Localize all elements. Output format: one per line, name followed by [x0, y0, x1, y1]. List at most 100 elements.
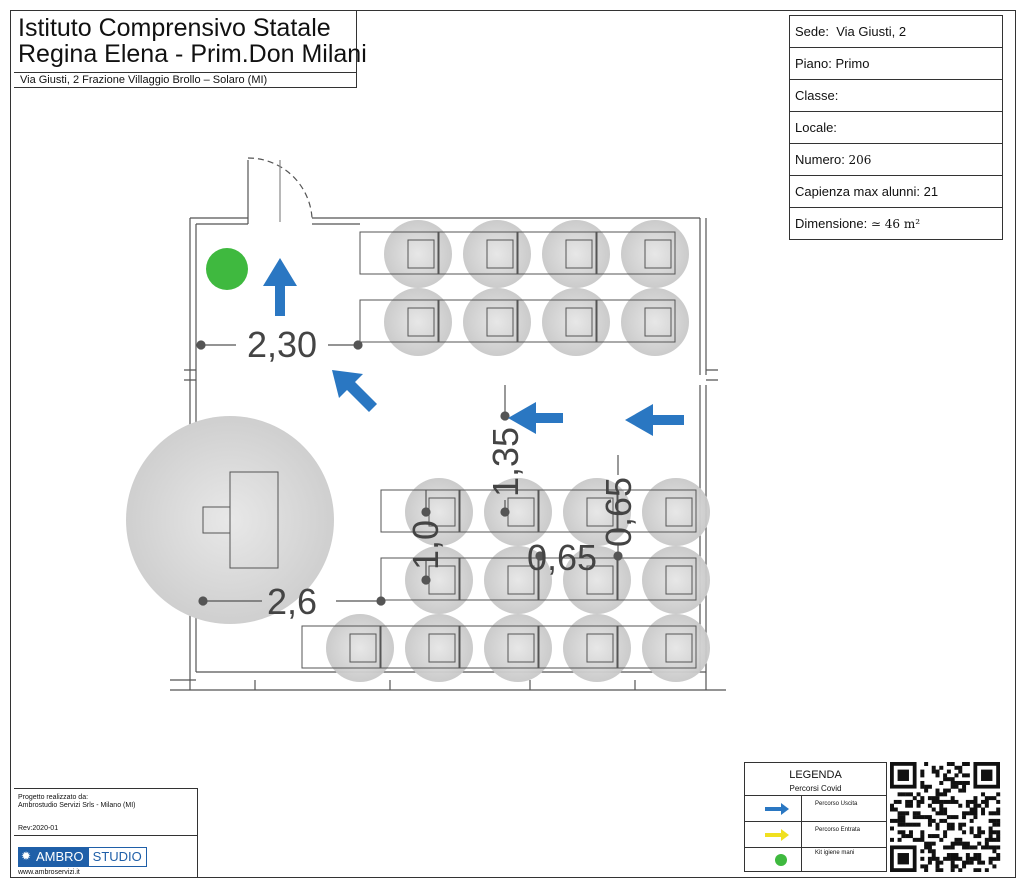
desk — [596, 231, 676, 275]
sun-icon: ✹ — [21, 849, 32, 863]
desk — [301, 625, 381, 669]
credits-block: Progetto realizzato da: Ambrostudio Serv… — [14, 788, 198, 878]
divider — [14, 835, 197, 836]
chair — [586, 565, 614, 595]
divider — [14, 72, 356, 73]
student-desk — [617, 614, 710, 682]
desk — [617, 489, 697, 533]
chair — [507, 633, 535, 663]
distance-circle — [542, 220, 610, 288]
dimensione-value: ≃ 46 m² — [870, 217, 921, 231]
dim-top-label: 2,30 — [247, 324, 317, 365]
desk — [617, 625, 697, 669]
desk — [459, 489, 539, 533]
chair — [586, 633, 614, 663]
student-desk — [359, 288, 452, 356]
chair — [586, 497, 614, 527]
piano-cell: Piano: Primo — [789, 47, 1003, 80]
yellow-arrow-icon — [765, 829, 789, 841]
distance-circle — [384, 288, 452, 356]
distance-circle — [642, 478, 710, 546]
student-desk — [301, 614, 394, 682]
chair — [565, 307, 593, 337]
revision: Rev:2020-01 — [18, 825, 59, 832]
legend-row-kit: Kit igiene mani — [745, 847, 886, 874]
website-link[interactable]: www.ambroservizi.it — [18, 869, 80, 876]
desk — [459, 625, 539, 669]
dim-vertical-1-label: 1,35 — [485, 427, 526, 497]
teacher-chair — [202, 506, 231, 534]
ambrostudio-logo: ✹AMBRO STUDIO — [18, 847, 147, 867]
chair — [644, 307, 672, 337]
chair — [428, 633, 456, 663]
numero-value: 206 — [848, 153, 872, 167]
desk — [438, 231, 518, 275]
chair — [507, 565, 535, 595]
sede-value: Via Giusti, 2 — [836, 24, 907, 39]
school-name: Istituto Comprensivo Statale — [18, 14, 331, 42]
chair — [565, 239, 593, 269]
student-desk — [438, 288, 531, 356]
chair — [486, 239, 514, 269]
student-desk — [517, 288, 610, 356]
distance-circle — [563, 614, 631, 682]
student-desk — [538, 478, 631, 546]
credits-line2: Ambrostudio Servizi Srls - Milano (MI) — [18, 802, 136, 809]
student-desks — [301, 220, 710, 682]
desk — [380, 625, 460, 669]
dimension-lines — [196, 340, 623, 606]
dim-right-vertical-label: 0,65 — [598, 477, 639, 547]
hand-sanitizer-kit-icon — [206, 248, 248, 290]
desk — [617, 557, 697, 601]
chair — [407, 307, 435, 337]
room-info-table: Sede: Via Giusti, 2 Piano: Primo Classe:… — [789, 15, 1003, 240]
desk — [459, 557, 539, 601]
student-desk — [438, 220, 531, 288]
desk — [359, 231, 439, 275]
distance-circle — [405, 478, 473, 546]
school-address: Via Giusti, 2 Frazione Villaggio Brollo … — [20, 74, 268, 86]
qr-code[interactable] — [890, 762, 1003, 872]
distance-circle — [484, 614, 552, 682]
distance-circle — [563, 546, 631, 614]
distance-circle — [326, 614, 394, 682]
exit-arrow-up-icon — [263, 258, 297, 316]
piano-value: Primo — [835, 56, 870, 71]
chair — [486, 307, 514, 337]
legend-row-exit: Percorso Uscita — [745, 795, 886, 822]
sede-cell: Sede: Via Giusti, 2 — [789, 15, 1003, 48]
desk — [359, 299, 439, 343]
green-dot-icon — [775, 854, 787, 866]
chair — [665, 633, 693, 663]
distance-circle — [384, 220, 452, 288]
desk — [380, 557, 460, 601]
chair — [349, 633, 377, 663]
chair — [407, 239, 435, 269]
desk — [517, 299, 597, 343]
desk — [517, 231, 597, 275]
distance-circle — [542, 288, 610, 356]
exit-arrow-left-icon — [508, 402, 563, 434]
legend-row-entry: Percorso Entrata — [745, 821, 886, 848]
numero-cell: Numero: 206 — [789, 143, 1003, 176]
legend-subtitle: Percorsi Covid — [789, 784, 842, 793]
desk — [538, 557, 618, 601]
distance-circle — [621, 220, 689, 288]
student-desk — [617, 546, 710, 614]
teacher-zone — [126, 416, 334, 624]
student-desk — [596, 288, 689, 356]
distance-circle — [405, 546, 473, 614]
desk — [538, 489, 618, 533]
distance-circle — [405, 614, 473, 682]
distance-circle — [484, 546, 552, 614]
distance-circle — [642, 546, 710, 614]
desk — [538, 625, 618, 669]
distance-circle — [642, 614, 710, 682]
student-desk — [538, 614, 631, 682]
drawing-frame — [10, 10, 1016, 878]
desk — [438, 299, 518, 343]
exit-arrows — [263, 258, 684, 436]
chair — [665, 497, 693, 527]
exit-arrow-left-icon — [625, 404, 684, 436]
